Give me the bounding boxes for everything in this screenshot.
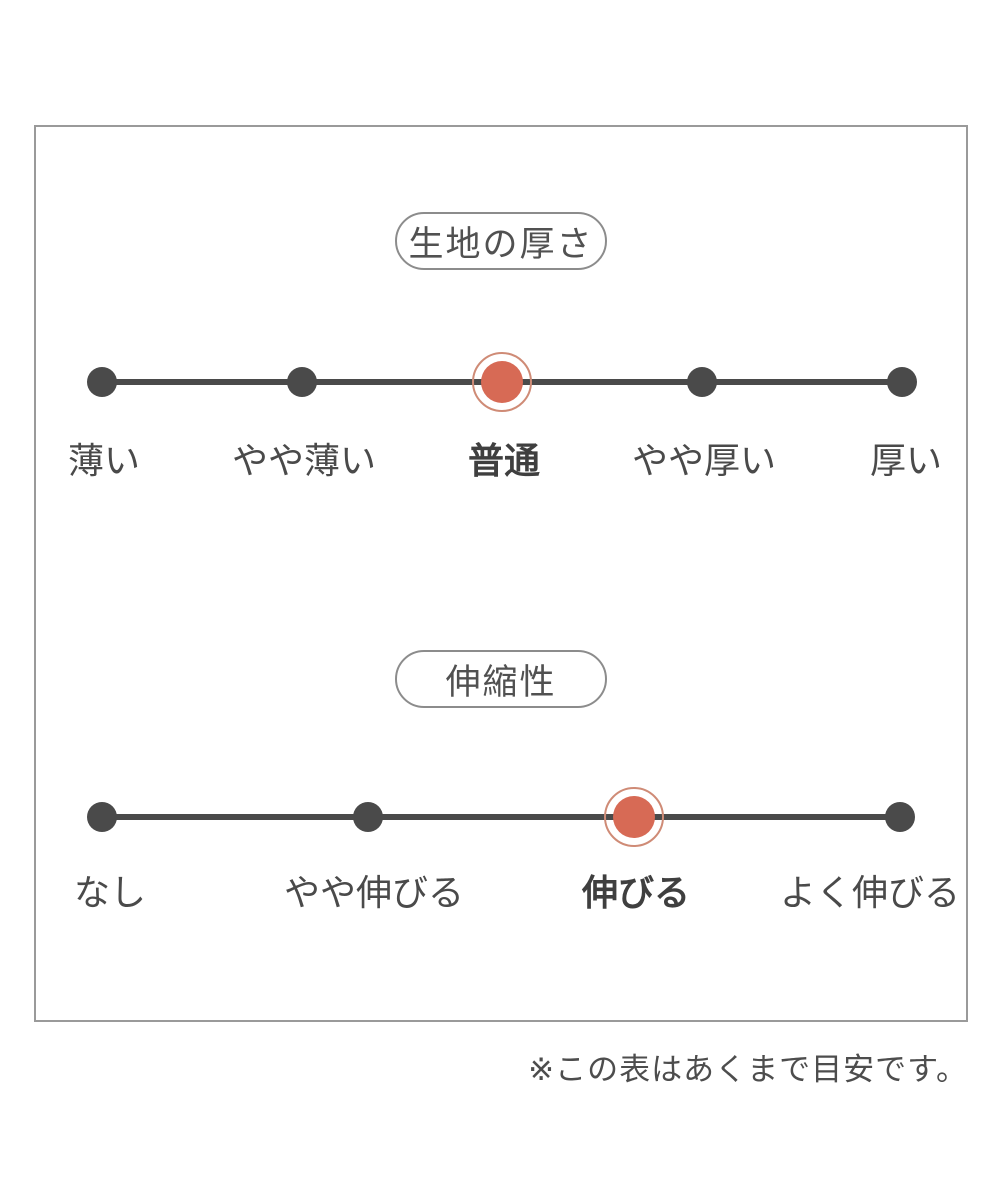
option-label-selected: 伸びる <box>581 872 691 913</box>
option-label: やや薄い <box>231 440 377 481</box>
dot-marker <box>87 802 117 832</box>
dot-marker <box>885 802 915 832</box>
chart-frame: 生地の厚さ 薄い やや薄い 普通 やや厚い 厚い 伸縮性 なし やや伸びる 伸び… <box>34 125 968 1022</box>
option-label-selected: 普通 <box>467 440 541 481</box>
scale-title-label: 生地の厚さ <box>408 224 594 264</box>
option-label: 厚い <box>869 440 943 481</box>
option-label: やや伸びる <box>283 872 465 913</box>
selected-ring <box>604 787 664 847</box>
dot-marker <box>887 367 917 397</box>
option-label: やや厚い <box>631 440 777 481</box>
scale-track-stretch <box>102 814 900 820</box>
scale-title-label: 伸縮性 <box>445 662 557 702</box>
scale-title-fabric-thickness: 生地の厚さ <box>395 212 607 270</box>
dot-marker <box>87 367 117 397</box>
option-label: 薄い <box>67 440 141 481</box>
dot-marker <box>353 802 383 832</box>
selected-ring <box>472 352 532 412</box>
dot-marker <box>687 367 717 397</box>
scale-title-stretchiness: 伸縮性 <box>395 650 607 708</box>
disclaimer-footnote: ※この表はあくまで目安です。 <box>528 1052 968 1087</box>
dot-marker <box>287 367 317 397</box>
option-label: よく伸びる <box>779 872 961 913</box>
dot-marker <box>481 361 523 403</box>
dot-marker <box>613 796 655 838</box>
option-label: なし <box>73 872 147 913</box>
